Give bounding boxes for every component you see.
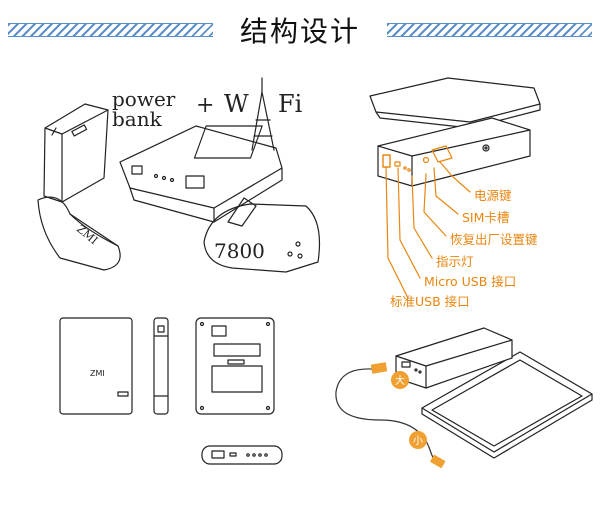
- sketch-powerbank-rounded: [203, 197, 321, 273]
- exploded-view: [369, 77, 541, 187]
- header-stripe-right: [387, 23, 592, 37]
- eiffel-tower-doodle: [251, 77, 275, 151]
- sketch-powerbank-logo-side: [37, 196, 121, 271]
- small-badge-label: 小: [413, 435, 423, 447]
- callout-sim-slot: SIM卡槽: [462, 210, 510, 225]
- usage-tablet: [421, 351, 593, 459]
- page-title: 结构设计: [239, 15, 360, 48]
- cable-badges: [391, 371, 427, 449]
- callout-micro-usb: Micro USB 接口: [424, 274, 517, 289]
- ortho-inside: [195, 317, 275, 415]
- sketch-powerbank-main: [119, 125, 283, 223]
- sketch-text: power bank + W Fi 7800 ZMI: [74, 87, 303, 263]
- sketch-powerbank-upright: [43, 103, 109, 203]
- ortho-side: [153, 317, 169, 415]
- callout-indicator: 指示灯: [436, 254, 474, 269]
- usb-cable: [335, 362, 446, 469]
- sketch-logo: ZMI: [74, 222, 100, 247]
- callout-standard-usb: 标准USB 接口: [390, 294, 470, 309]
- sketch-word-power: power: [112, 87, 176, 111]
- sketch-plus: +: [196, 93, 214, 118]
- ortho-logo: ZMI: [90, 369, 105, 378]
- sketch-capacity: 7800: [214, 239, 265, 263]
- section-header: 结构设计: [0, 0, 600, 60]
- ortho-bottom: [201, 445, 283, 465]
- sketch-word-w: W: [224, 90, 249, 118]
- big-badge: [391, 371, 409, 389]
- callout-power-key: 电源键: [474, 188, 512, 203]
- big-badge-label: 大: [395, 374, 405, 387]
- ortho-front: [59, 317, 133, 415]
- header-stripe-left: [8, 23, 213, 37]
- small-badge: [409, 431, 427, 449]
- callout-reset-key: 恢复出厂设置键: [450, 232, 538, 247]
- sketch-word-fi: Fi: [278, 90, 303, 118]
- callout-leaders: [385, 161, 471, 299]
- sketch-word-bank: bank: [112, 107, 163, 131]
